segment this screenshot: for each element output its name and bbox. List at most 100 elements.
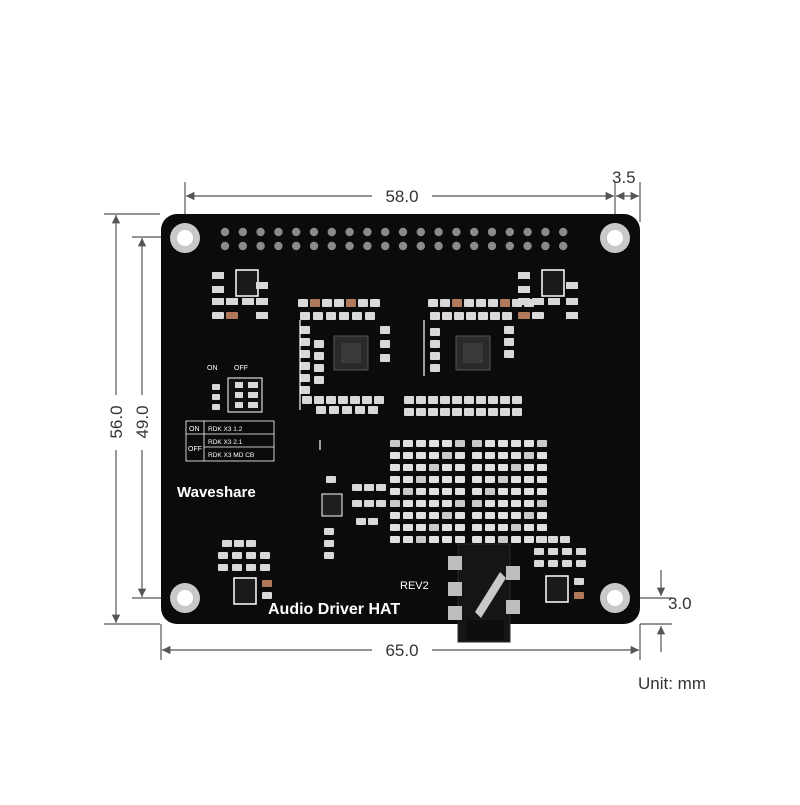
smd-component <box>374 396 384 404</box>
smd-component <box>390 488 400 495</box>
gpio-pin <box>398 227 408 237</box>
smd-component <box>302 396 312 404</box>
gpio-pin <box>381 241 390 251</box>
smd-component <box>218 552 228 559</box>
smd-component <box>352 500 362 507</box>
smd-component <box>511 524 521 531</box>
smd-component <box>478 312 488 320</box>
smd-component <box>442 464 452 471</box>
smd-component <box>485 440 495 447</box>
gpio-pin <box>309 241 319 251</box>
gpio-pin <box>238 241 247 251</box>
smd-component <box>339 312 349 320</box>
smd-component <box>300 326 310 334</box>
smd-component <box>498 536 508 543</box>
smd-component <box>416 512 426 519</box>
smd-component <box>356 518 366 525</box>
smd-component <box>368 518 378 525</box>
gpio-pin <box>327 241 336 251</box>
smd-component <box>472 512 482 519</box>
smd-component <box>442 500 452 507</box>
smd-component <box>300 350 310 358</box>
smd-component <box>262 580 272 587</box>
smd-component <box>537 524 547 531</box>
gpio-pin <box>327 227 336 237</box>
smd-component <box>472 452 482 459</box>
smd-component <box>442 476 452 483</box>
smd-component <box>485 464 495 471</box>
smd-component <box>324 540 334 547</box>
smd-component <box>429 500 439 507</box>
smd-component <box>537 440 547 447</box>
smd-component <box>485 488 495 495</box>
dip-switch[interactable] <box>227 377 263 413</box>
smd-component <box>403 512 413 519</box>
switch-table-label-2: RDK X3 MD CB <box>208 452 254 459</box>
smd-component <box>390 536 400 543</box>
smd-component <box>476 396 486 404</box>
smd-component <box>334 299 344 307</box>
smd-component <box>390 476 400 483</box>
gpio-pin <box>452 227 461 237</box>
smd-component <box>429 512 439 519</box>
smd-component <box>511 464 521 471</box>
gpio-pin <box>345 241 354 251</box>
smd-component <box>524 524 534 531</box>
smd-component <box>314 340 324 348</box>
gpio-pin <box>220 241 230 251</box>
gpio-pin <box>220 227 230 237</box>
smd-component <box>370 299 380 307</box>
smd-component <box>485 500 495 507</box>
smd-component <box>498 500 508 507</box>
smd-component <box>403 464 413 471</box>
switch-table-label-0: RDK X3 1.2 <box>208 426 243 433</box>
smd-component <box>430 340 440 348</box>
smd-component <box>455 524 465 531</box>
audio-jack[interactable] <box>448 543 520 643</box>
smd-component <box>429 524 439 531</box>
smd-component <box>498 464 508 471</box>
smd-component <box>472 488 482 495</box>
smd-component <box>524 440 534 447</box>
switch-table <box>185 420 275 462</box>
gpio-pin <box>559 241 568 251</box>
smd-component <box>512 408 522 416</box>
smd-component <box>352 312 362 320</box>
smd-component <box>390 524 400 531</box>
smd-component <box>313 312 323 320</box>
smd-component <box>455 440 465 447</box>
smd-component <box>300 312 310 320</box>
smd-component <box>442 452 452 459</box>
gpio-pin <box>416 241 425 251</box>
smd-component <box>376 500 386 507</box>
smd-component <box>524 536 534 543</box>
smd-component <box>314 364 324 372</box>
smd-component <box>455 512 465 519</box>
dim-inner-height: 49.0 <box>133 405 152 438</box>
smd-component <box>212 384 220 390</box>
dim-overall-height: 56.0 <box>107 405 126 438</box>
smd-component <box>300 338 310 346</box>
smd-component <box>472 440 482 447</box>
smd-component <box>498 512 508 519</box>
smd-component <box>430 352 440 360</box>
smd-component <box>310 299 320 307</box>
smd-component <box>490 312 500 320</box>
smd-component <box>466 312 476 320</box>
smd-component <box>262 592 272 599</box>
smd-component <box>498 476 508 483</box>
smd-component <box>440 396 450 404</box>
smd-component <box>574 578 584 585</box>
smd-component <box>380 340 390 348</box>
smd-component <box>232 564 242 571</box>
gpio-pin <box>274 227 283 237</box>
smd-component <box>428 408 438 416</box>
smd-component <box>512 299 522 307</box>
smd-component <box>226 312 238 319</box>
smd-component <box>464 396 474 404</box>
gpio-pin <box>434 241 443 251</box>
gpio-pin <box>434 227 443 237</box>
codec-chip-left <box>333 335 369 371</box>
switch-off-label: OFF <box>234 365 248 372</box>
smd-component <box>504 326 514 334</box>
